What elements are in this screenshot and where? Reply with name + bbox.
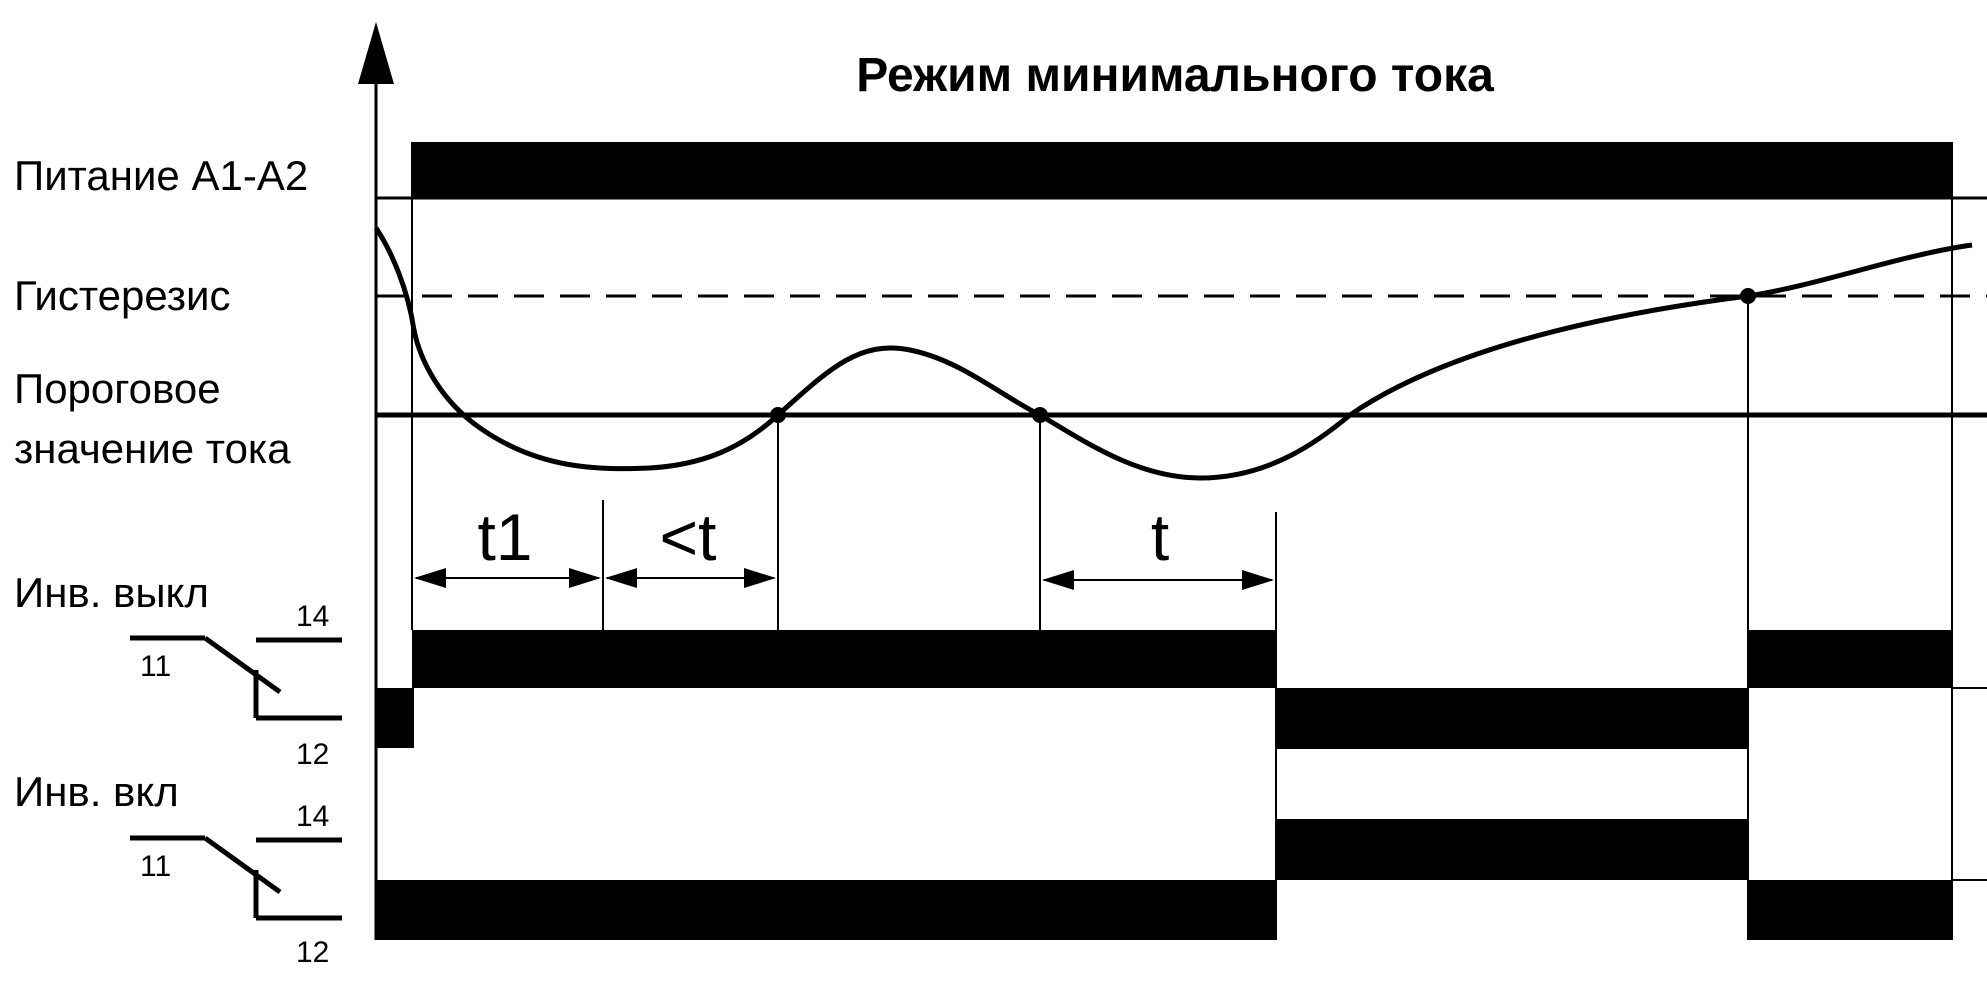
label-inv-off: Инв. выкл xyxy=(14,569,209,616)
inv-off-contact-symbol xyxy=(130,635,342,721)
inv-off-contact12-bar xyxy=(1276,688,1748,748)
axis-arrow-icon xyxy=(358,22,394,84)
interval-label-less-than-t: <t xyxy=(660,500,717,574)
inv-off-pin-14: 14 xyxy=(296,600,329,633)
interval-label-t1: t1 xyxy=(477,500,532,574)
interval-t xyxy=(1042,570,1274,590)
interval-less-than-t xyxy=(605,568,776,588)
power-on-bar xyxy=(412,142,1952,198)
interval-t1 xyxy=(414,568,601,588)
diagram-title: Режим минимального тока xyxy=(856,49,1494,102)
label-power: Питание А1-А2 xyxy=(14,152,308,199)
label-threshold-line1: Пороговое xyxy=(14,365,221,412)
inv-off-contact14-bar xyxy=(412,630,1276,688)
inv-on-pin-11: 11 xyxy=(140,850,171,883)
label-threshold-line2: значение тока xyxy=(14,425,291,472)
inv-on-contact-symbol xyxy=(130,835,342,921)
label-hysteresis: Гистерезис xyxy=(14,272,230,319)
inv-on-pin-14: 14 xyxy=(296,800,329,833)
inv-on-contact12-bar-2 xyxy=(1748,880,1952,940)
inv-off-pin-12: 12 xyxy=(296,738,329,771)
current-curve xyxy=(373,226,1973,481)
inv-on-contact14-bar xyxy=(1276,820,1748,880)
label-inv-on: Инв. вкл xyxy=(14,768,179,815)
inv-on-pin-12: 12 xyxy=(296,936,329,969)
inv-on-contact12-bar xyxy=(376,880,1276,940)
inv-off-initial-bar xyxy=(376,688,414,748)
inv-off-contact14-bar-2 xyxy=(1748,630,1952,688)
inv-off-pin-11: 11 xyxy=(140,650,171,683)
interval-label-t: t xyxy=(1151,500,1169,574)
